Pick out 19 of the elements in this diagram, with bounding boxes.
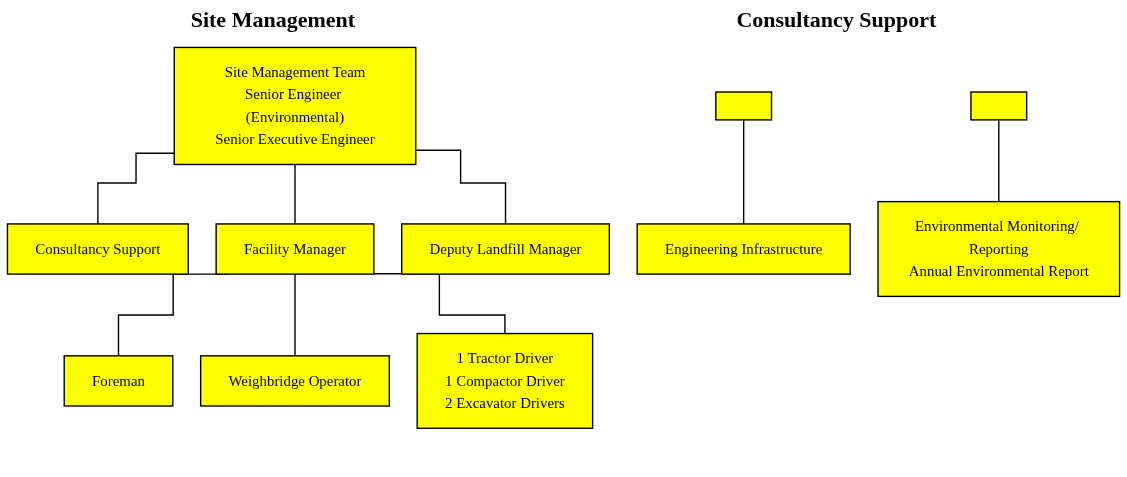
node-box: Environmental Monitoring/ Reporting Annual Environmental Report (877, 200, 1121, 298)
connector (415, 149, 507, 225)
connector (998, 119, 1000, 203)
section-heading: Consultancy Support (736, 7, 937, 33)
node-box: 1 Tractor Driver 1 Compactor Driver 2 Excavator Drivers (416, 332, 594, 429)
node-box: Deputy Landfill Manager (401, 223, 610, 275)
node-box: Site Management Team Senior Engineer (Environmental) Senior Executive Engineer (173, 46, 417, 166)
connector (294, 163, 296, 225)
node-box: Consultancy Support (6, 223, 189, 275)
connector (97, 152, 175, 225)
node-box: Foreman (63, 355, 174, 407)
connector (743, 119, 745, 225)
node-box (715, 91, 773, 121)
node-box: Facility Manager (215, 223, 375, 275)
node-box: Engineering Infrastructure (636, 223, 851, 275)
node-box: Weighbridge Operator (199, 355, 391, 407)
section-heading: Site Management (190, 7, 356, 33)
connector (294, 273, 296, 357)
node-box (970, 91, 1028, 121)
